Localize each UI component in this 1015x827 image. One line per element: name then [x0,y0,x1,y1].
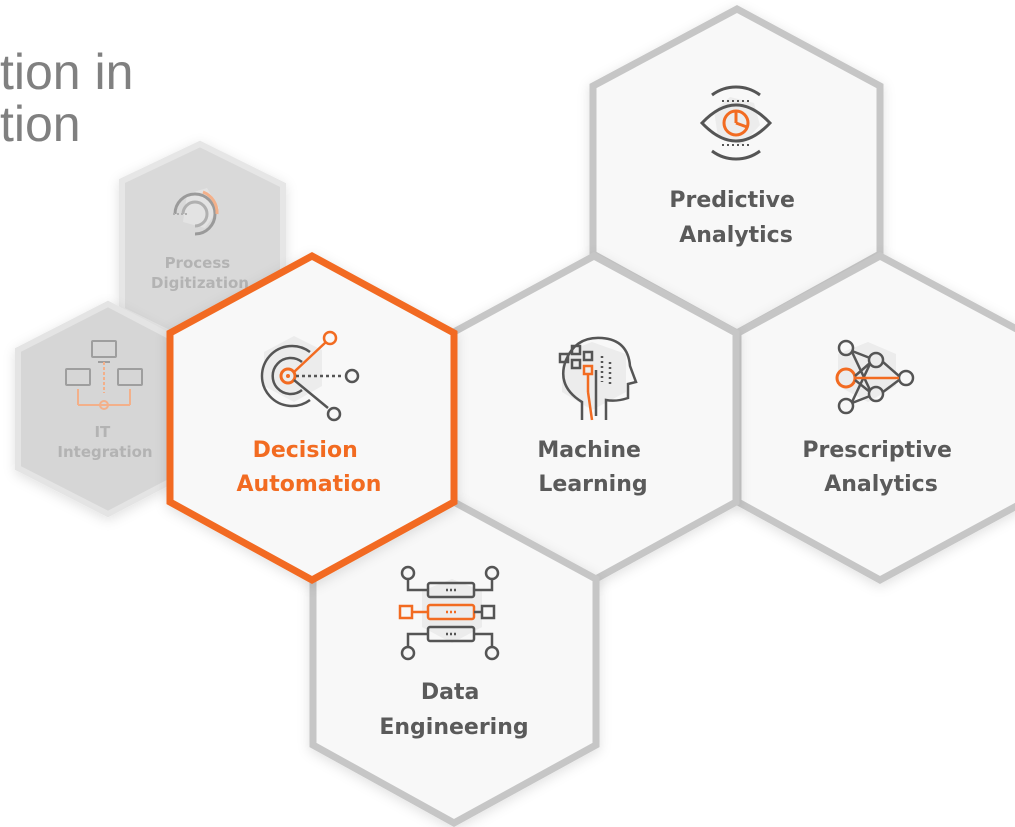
hex-label: Automation [237,472,382,497]
svg-text:Data Engineering: Data Engineering [379,680,528,740]
hex-label: Integration [57,443,152,461]
network-monitors-icon [65,340,143,410]
hex-prescriptive-analytics[interactable]: Prescriptive Analytics [734,252,1015,584]
hex-label: Digitization [151,274,249,292]
decision-radar-icon [260,330,360,422]
hex-label: Machine [537,438,641,463]
hex-label: Analytics [824,472,938,497]
neural-network-icon [835,339,915,415]
hex-label: Prescriptive [802,438,952,463]
hex-label: Process [165,254,231,272]
eye-chart-icon [699,85,773,161]
data-pipeline-icon [398,565,500,661]
hex-label: Engineering [379,715,528,740]
hex-label: Learning [538,472,647,497]
heading-line-2: tion [0,96,81,152]
hex-decision-automation[interactable]: Decision Automation [166,252,458,584]
hex-label: Data [421,680,479,705]
hex-label: Predictive [669,188,795,213]
hex-label: Analytics [679,223,793,248]
svg-text:Process Digitization: Process Digitization [151,254,249,292]
ai-head-icon [558,336,638,421]
hex-predictive-analytics[interactable]: Predictive Analytics [589,5,884,337]
progress-dial-icon [173,188,219,236]
svg-text:Predictive Analytics: Predictive Analytics [669,188,802,248]
svg-text:Prescriptive Analytics: Prescriptive Analytics [802,438,959,497]
heading-line-1: tion in [0,44,134,100]
svg-text:IT Integration: IT Integration [57,423,152,461]
svg-text:Machine Learning: Machine Learning [537,438,648,497]
hex-label: IT [94,423,111,441]
slide-heading: tion in tion [0,46,133,150]
svg-text:Decision Automation: Decision Automation [237,438,382,497]
hex-label: Decision [253,438,358,463]
hex-it-integration[interactable]: IT Integration [15,300,199,518]
hex-data-engineering[interactable]: Data Engineering [309,498,600,827]
